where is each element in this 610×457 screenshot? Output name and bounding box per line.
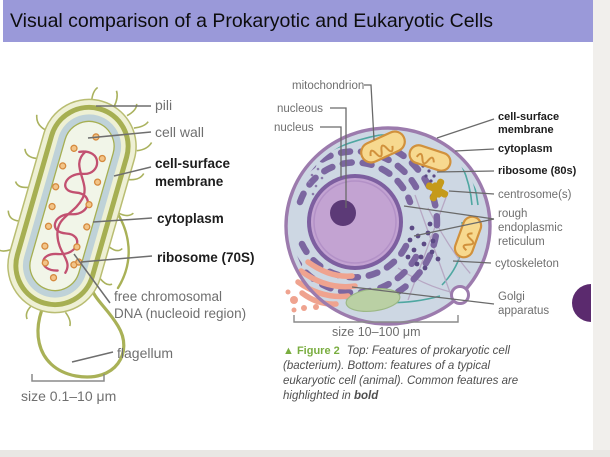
eukaryote-diagram [284,84,495,326]
side-panel-handle[interactable] [572,284,591,322]
nucleolus-shape [330,200,356,226]
eukaryote-leader-lines [320,84,495,305]
prokaryote-leader-lines [71,105,153,363]
mitochondrion-shape-3 [453,215,483,259]
label-pili: pili [155,97,173,113]
caption-line-1: Top: Features of prokaryotic cell [346,345,510,357]
caption-line-3: eukaryotic cell (animal). Common feature… [283,375,519,387]
golgi-vesicles [285,289,319,313]
caption-line-2: (bacterium). Bottom: features of a typic… [283,360,491,372]
prokaryote-diagram [0,86,153,382]
label-cell-wall: cell wall [155,124,205,140]
right-gutter [593,0,610,457]
cytoplasm-region [29,120,115,292]
title-bar: Visual comparison of a Prokaryotic and E… [3,0,593,42]
label-euk-size: size 10–100 μm [332,325,421,339]
caption-line-4: highlighted in bold [283,390,379,402]
label-euk-cytoplasm: cytoplasm [498,143,553,155]
label-prok-size: size 0.1–10 μm [21,388,117,404]
label-euk-ribosome: ribosome (80s) [498,165,577,177]
label-golgi: Golgi apparatus [498,291,550,317]
label-prok-membrane: cell-surface membrane [155,156,231,189]
label-nucleus: nucleus [274,122,314,134]
label-nucleolus: nucleous [277,103,324,115]
golgi-shape [295,259,358,307]
page-title: Visual comparison of a Prokaryotic and E… [10,10,494,32]
label-prok-dna: free chromosomal DNA (nucleoid region) [114,289,247,321]
label-rough-er: rough endoplasmic reticulum [498,208,563,248]
label-flagellum: flagellum [117,345,174,361]
caption-bold-word: bold [353,390,379,402]
prokaryote-cell-shape [0,86,153,327]
label-prok-ribosome: ribosome (70S) [157,250,255,265]
nucleus-shape [307,174,403,270]
eukaryote-scale-bracket [293,315,459,323]
pili-shape [0,86,153,327]
ribosome-dots [41,133,106,282]
figure-label: ▲ Figure 2 [283,345,340,357]
bottom-gutter [0,450,610,457]
mitochondrion-shape-2 [408,144,452,172]
label-euk-membrane: cell-surface membrane [498,111,560,136]
prokaryote-scale-bracket [31,374,105,382]
dna-shape [42,150,99,274]
mitochondrion-shape-1 [360,130,406,164]
label-cytoskeleton: cytoskeleton [495,258,559,270]
centrosome-shape [425,178,449,202]
flagellum-shape [36,282,126,379]
euk-ribosome-dots [405,164,441,271]
cell-wall-ring [13,104,131,308]
figure-caption: ▲ Figure 2 Top: Features of prokaryotic c… [283,344,533,404]
label-prok-cytoplasm: cytoplasm [157,211,224,226]
euk-membrane-outline [284,126,492,326]
label-centrosome: centrosome(s) [498,189,572,201]
label-mitochondrion: mitochondrion [292,80,365,92]
